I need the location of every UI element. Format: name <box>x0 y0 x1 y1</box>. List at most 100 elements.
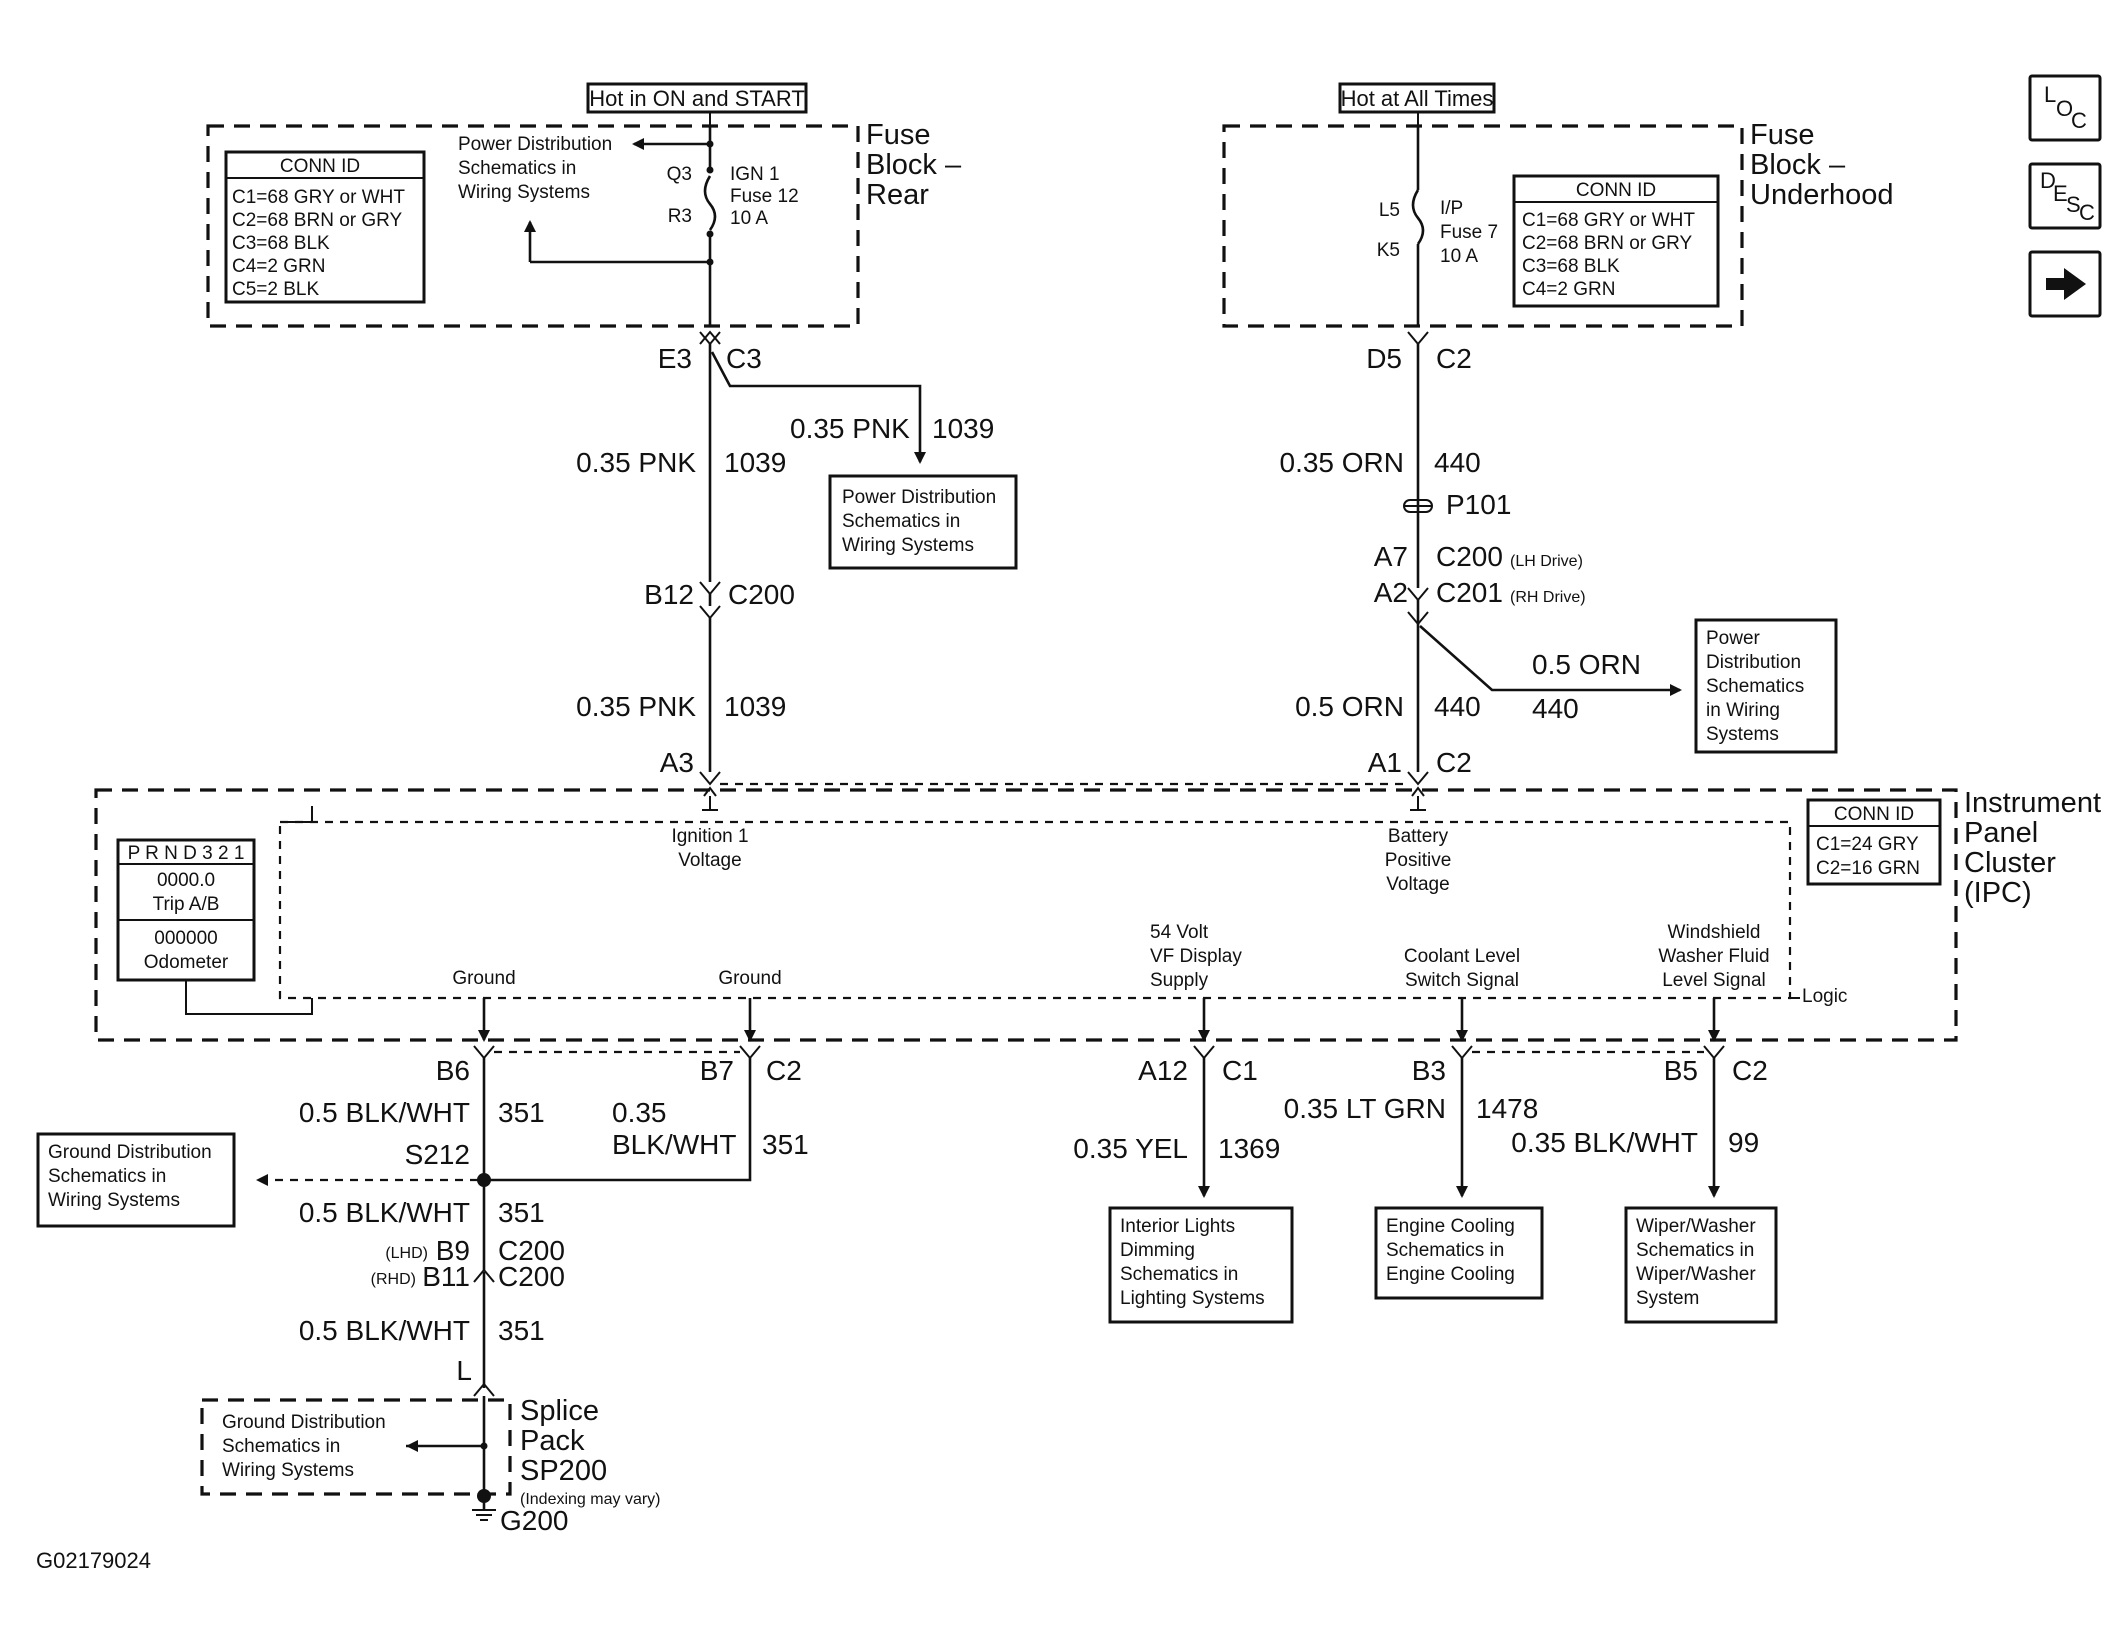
connector-e3-label: E3 <box>658 343 692 374</box>
wire-color-label: 0.35 PNK <box>576 447 696 478</box>
splice-pack-title: SP200 <box>520 1455 607 1487</box>
reference-text: Systems <box>1706 724 1779 745</box>
power-distribution-box <box>1694 618 1838 754</box>
connector-c2-label: C2 <box>1732 1055 1768 1086</box>
circuit-number-label: 1039 <box>932 413 994 444</box>
rhd-note: (RHD) <box>371 1271 416 1288</box>
connector-b6-label: B6 <box>436 1055 470 1086</box>
lhd-note: (LHD) <box>385 1245 428 1262</box>
next-page-button[interactable] <box>2028 250 2102 318</box>
reference-text: Wiring Systems <box>842 535 974 556</box>
circuit-number-label: 1478 <box>1476 1093 1538 1124</box>
battery-feed-circuit: D5 C2 0.35 ORN 440 P101 A7 C200 (LH Driv… <box>720 331 1838 786</box>
splice-s212-label: S212 <box>405 1139 470 1170</box>
circuit-number-label: 1039 <box>724 447 786 478</box>
connector-b7-label: B7 <box>700 1055 734 1086</box>
reference-text: Power Distribution <box>842 487 996 508</box>
ignition-feed-circuit: E3 C3 0.35 PNK 1039 Power Distribution S… <box>576 330 1018 786</box>
description-view-button[interactable]: D E S C <box>2028 162 2102 230</box>
connector-c2-label: C2 <box>766 1055 802 1086</box>
power-distribution-box <box>828 474 1018 570</box>
conn-id-title: CONN ID <box>1834 804 1914 825</box>
location-view-button[interactable]: L O C <box>2028 74 2102 142</box>
connector-c201-label: C201 <box>1436 577 1503 608</box>
pass-through-p101-label: P101 <box>1446 489 1511 520</box>
fuse-block-underhood-title-2: Block – <box>1750 149 1846 181</box>
connector-a7-label: A7 <box>1374 541 1408 572</box>
conn-id-row: C1=68 GRY or WHT <box>1522 210 1695 231</box>
wire-color-label: 0.5 ORN <box>1295 691 1404 722</box>
ground-label: Ground <box>452 968 515 989</box>
reference-text: Wiper/Washer <box>1636 1216 1756 1237</box>
fuse-7-label: I/P <box>1440 198 1463 219</box>
connector-a3-label: A3 <box>660 747 694 778</box>
fuse-block-rear: Hot in ON and START Fuse Block – Rear CO… <box>206 82 962 328</box>
terminal-q3: Q3 <box>667 164 692 185</box>
reference-text: Schematics in <box>842 511 960 532</box>
reference-text: Wiring Systems <box>222 1460 354 1481</box>
circuit-number-label: 440 <box>1434 447 1481 478</box>
fuse-12-symbol <box>703 175 717 231</box>
reference-text: Engine Cooling <box>1386 1216 1515 1237</box>
desc-letter-s: S <box>2066 192 2081 217</box>
conn-id-row: C4=2 GRN <box>232 256 325 277</box>
prnd-indicator: P R N D 3 2 1 <box>128 843 245 864</box>
battery-voltage-label: Voltage <box>1386 874 1449 895</box>
interior-lights-dimming-box <box>1108 1206 1294 1324</box>
wiper-washer-box <box>1624 1206 1778 1324</box>
connector-l-label: L <box>456 1355 472 1386</box>
conn-id-row: C1=24 GRY <box>1816 834 1919 855</box>
desc-letter-c: C <box>2079 200 2095 225</box>
connector-c3-label: C3 <box>726 343 762 374</box>
ground-circuit: B6 B7 C2 0.5 BLK/WHT 351 0.35 BLK/WHT 35… <box>36 1045 809 1536</box>
wire-color-label: 0.35 PNK <box>576 691 696 722</box>
power-distribution-text: Power Distribution <box>458 134 612 155</box>
connector-b3-label: B3 <box>1412 1055 1446 1086</box>
connector-c200-label: C200 <box>498 1261 565 1292</box>
conn-id-title: CONN ID <box>280 156 360 177</box>
connector-symbol <box>699 331 721 346</box>
conn-id-row: C2=16 GRN <box>1816 858 1920 879</box>
coolant-level-label: Switch Signal <box>1405 970 1519 991</box>
connector-a1-label: A1 <box>1368 747 1402 778</box>
conn-id-row: C5=2 BLK <box>232 279 319 300</box>
reference-text: Schematics in <box>1386 1240 1504 1261</box>
power-distribution-text: Wiring Systems <box>458 182 590 203</box>
wire-color-label: 0.5 BLK/WHT <box>299 1097 470 1128</box>
ground-distribution-box <box>36 1132 236 1228</box>
engine-cooling-box <box>1374 1206 1544 1300</box>
fuse-7-label: Fuse 7 <box>1440 222 1498 243</box>
reference-text: in Wiring <box>1706 700 1780 721</box>
fuse-7-label: 10 A <box>1440 246 1478 267</box>
ipc-title-2: Panel <box>1964 817 2038 849</box>
connector-b5-label: B5 <box>1664 1055 1698 1086</box>
reference-text: System <box>1636 1288 1699 1309</box>
wire-color-label: 0.35 <box>612 1097 667 1128</box>
reference-text: Schematics in <box>1636 1240 1754 1261</box>
fuse-7-symbol <box>1411 189 1425 245</box>
connector-a12-label: A12 <box>1138 1055 1188 1086</box>
terminal-k5: K5 <box>1377 240 1400 261</box>
reference-text: Schematics in <box>222 1436 340 1457</box>
battery-voltage-label: Battery <box>1388 826 1449 847</box>
reference-text: Engine Cooling <box>1386 1264 1515 1285</box>
connector-c200-label: C200 <box>1436 541 1503 572</box>
logic-label: Logic <box>1802 986 1847 1007</box>
indexing-note: (Indexing may vary) <box>520 1491 661 1508</box>
loc-letter-l: L <box>2044 82 2056 107</box>
connector-c200-label: C200 <box>728 579 795 610</box>
splice-pack-title: Splice <box>520 1395 599 1427</box>
trip-value: 0000.0 <box>157 870 215 891</box>
circuit-number-label: 1039 <box>724 691 786 722</box>
fuse-12-label: 10 A <box>730 208 768 229</box>
power-distribution-text: Schematics in <box>458 158 576 179</box>
wire-color-label: 0.5 ORN <box>1532 649 1641 680</box>
conn-id-row: C1=68 GRY or WHT <box>232 187 405 208</box>
connector-b11-label: B11 <box>422 1261 470 1292</box>
conn-id-table-underhood <box>1512 174 1720 308</box>
ground-g200-label: G200 <box>500 1505 569 1536</box>
wire-color-label: 0.35 ORN <box>1280 447 1405 478</box>
reference-text: Ground Distribution <box>222 1412 386 1433</box>
ignition-voltage-label: Ignition 1 <box>671 826 748 847</box>
